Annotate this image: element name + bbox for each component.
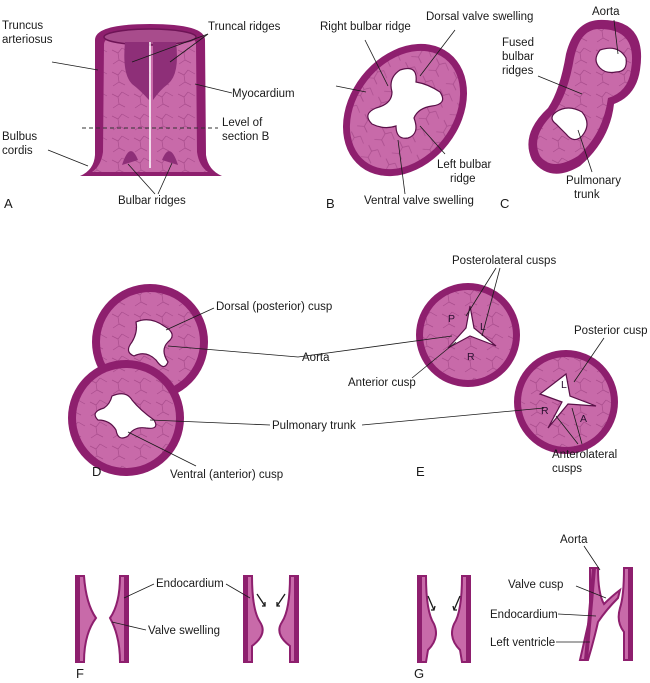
label-left-bulbar-ridge-1: Left bulbar <box>437 159 492 171</box>
label-aorta-g: Aorta <box>560 534 588 546</box>
label-dorsal-valve-swelling: Dorsal valve swelling <box>426 11 533 23</box>
label-posterior-cusp: Posterior cusp <box>574 325 648 337</box>
label-dorsal-posterior-cusp: Dorsal (posterior) cusp <box>216 301 332 313</box>
label-cusp-r-pulmonary: R <box>541 405 549 417</box>
label-left-ventricle: Left ventricle <box>490 637 555 649</box>
panel-letter-b: B <box>326 196 335 211</box>
panel-g-leaders <box>556 545 607 643</box>
panel-c-leaders <box>537 19 619 173</box>
panel-d-pulmonary-drawing <box>68 360 184 476</box>
label-truncus-arteriosus-1: Truncus <box>2 20 43 32</box>
label-bulbus-cordis-2: cordis <box>2 145 33 157</box>
panel-c-section-drawing <box>528 19 642 174</box>
panel-g-left-vessel <box>417 575 471 663</box>
label-ventral-anterior-cusp: Ventral (anterior) cusp <box>170 469 283 481</box>
panel-b-labels: Right bulbar ridge Dorsal valve swelling… <box>320 11 533 211</box>
panel-f-right-vessel <box>243 575 299 663</box>
panel-g-right-vessel <box>578 567 633 661</box>
label-bulbar-ridges: Bulbar ridges <box>118 195 186 207</box>
label-cusp-r: R <box>467 351 475 363</box>
label-fused-bulbar-ridges-3: ridges <box>502 65 534 77</box>
panel-e-labels: Posterolateral cusps P L R Anterior cusp… <box>348 255 648 479</box>
label-posterolateral-cusps: Posterolateral cusps <box>452 255 556 267</box>
label-anterolateral-cusps-2: cusps <box>552 463 582 475</box>
panel-f-leaders <box>111 583 251 631</box>
panel-letter-c: C <box>500 196 509 211</box>
label-level-of-section-1: Level of <box>222 117 263 129</box>
panel-c-labels: Aorta Fused bulbar ridges Pulmonary trun… <box>500 6 621 211</box>
label-fused-bulbar-ridges-2: bulbar <box>502 51 534 63</box>
panel-a-labels: Truncus arteriosus Truncal ridges Myocar… <box>2 20 295 211</box>
label-pulmonary-trunk-c-1: Pulmonary <box>566 175 621 187</box>
label-right-bulbar-ridge: Right bulbar ridge <box>320 21 411 33</box>
label-anterolateral-cusps-1: Anterolateral <box>552 449 617 461</box>
panel-f-labels: Endocardium Valve swelling F <box>76 578 224 681</box>
label-aorta-d: Aorta <box>302 352 330 364</box>
pulmonary-d-to-e-leader <box>361 407 545 426</box>
panel-letter-g: G <box>414 666 424 681</box>
panel-g-labels: Aorta Valve cusp Endocardium Left ventri… <box>414 534 588 681</box>
aorta-d-to-e-leader <box>297 335 453 358</box>
label-ventral-valve-swelling: Ventral valve swelling <box>364 195 474 207</box>
panel-letter-d: D <box>92 464 101 479</box>
label-myocardium-a: Myocardium <box>232 88 295 100</box>
label-bulbus-cordis-1: Bulbus <box>2 131 37 143</box>
label-truncal-ridges: Truncal ridges <box>208 21 281 33</box>
panel-letter-a: A <box>4 196 13 211</box>
panel-e-pulmonary-drawing <box>514 350 618 454</box>
panel-d-labels: Dorsal (posterior) cusp Aorta Pulmonary … <box>92 301 356 481</box>
label-cusp-a: A <box>580 413 587 425</box>
label-pulmonary-trunk-c-2: trunk <box>574 189 600 201</box>
label-anterior-cusp: Anterior cusp <box>348 377 416 389</box>
panel-b-leaders <box>335 29 456 195</box>
label-pulmonary-trunk-d: Pulmonary trunk <box>272 420 356 432</box>
panel-a-truncus-drawing <box>80 24 222 176</box>
label-level-of-section-2: section B <box>222 131 270 143</box>
panel-a-leaders <box>47 33 233 195</box>
panel-f-left-vessel <box>75 575 129 663</box>
label-aorta-c: Aorta <box>592 6 620 18</box>
panel-e-leaders <box>411 267 605 445</box>
label-endocardium-f: Endocardium <box>156 578 224 590</box>
label-valve-cusp: Valve cusp <box>508 579 563 591</box>
label-left-bulbar-ridge-2: ridge <box>450 173 476 185</box>
label-valve-swelling-f: Valve swelling <box>148 625 220 637</box>
label-cusp-l: L <box>480 321 486 333</box>
panel-letter-f: F <box>76 666 84 681</box>
panel-d-leaders <box>127 307 299 467</box>
label-cusp-l-pulmonary: L <box>561 379 567 391</box>
label-cusp-p: P <box>448 313 455 325</box>
label-truncus-arteriosus-2: arteriosus <box>2 34 53 46</box>
panel-e-aorta-drawing <box>416 283 520 387</box>
label-endocardium-g: Endocardium <box>490 609 558 621</box>
label-fused-bulbar-ridges-1: Fused <box>502 37 534 49</box>
panel-letter-e: E <box>416 464 425 479</box>
